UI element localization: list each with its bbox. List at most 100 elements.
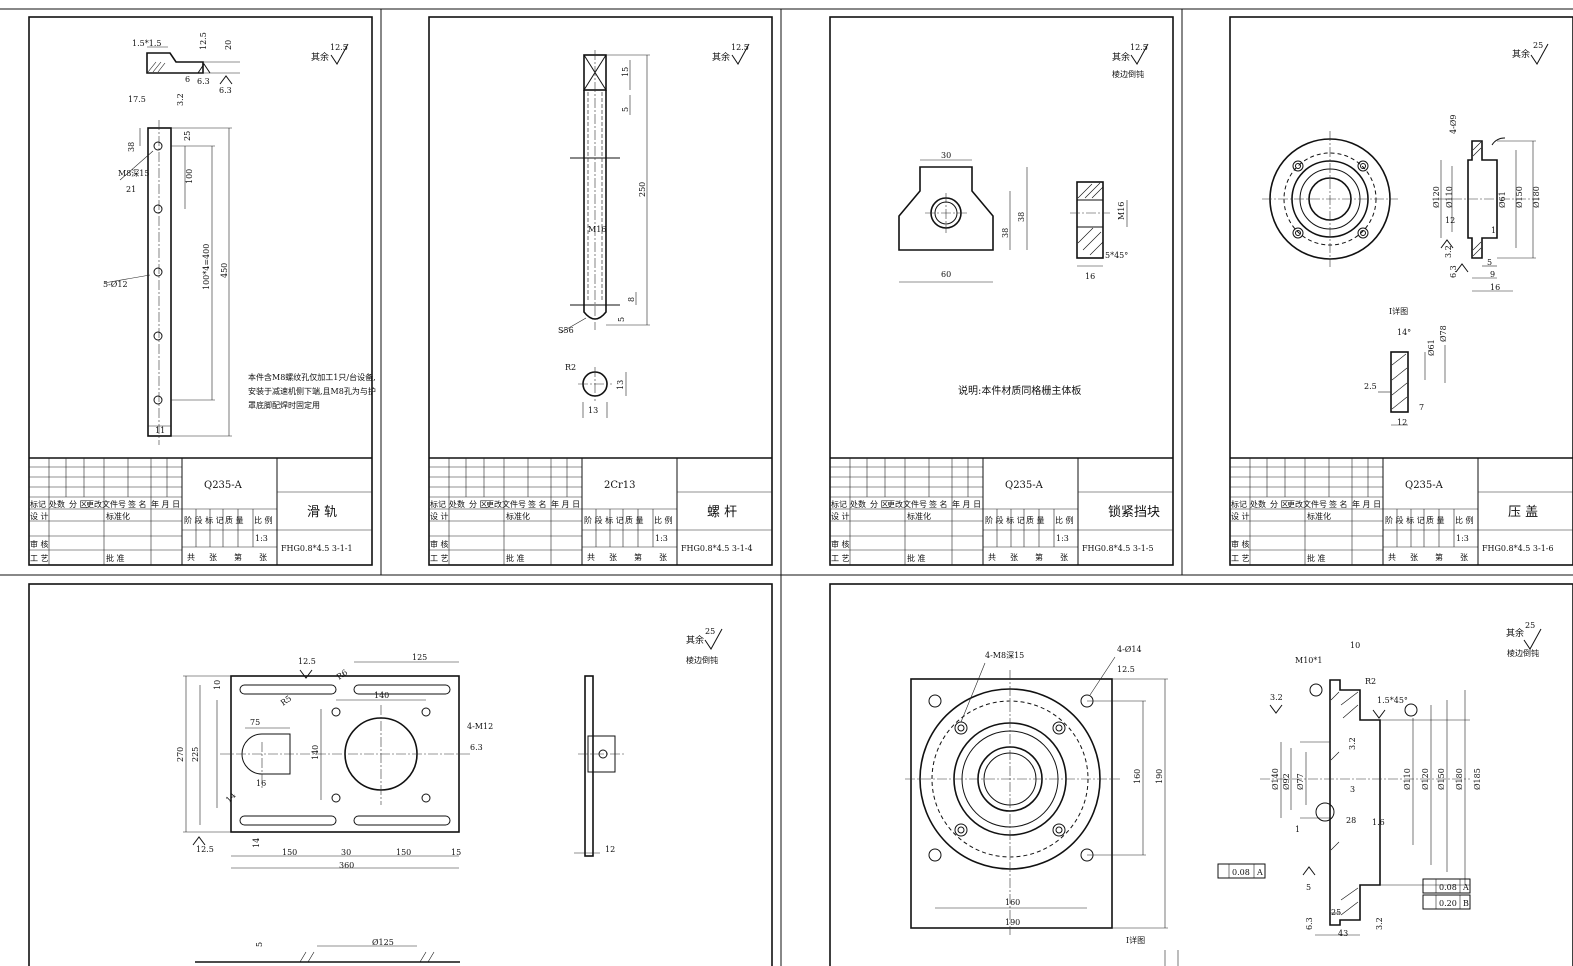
title-block-text: 工 艺 [831,554,850,563]
edge-note: 棱边倒钝 [1507,648,1539,658]
title-block-text: 第 [1435,552,1443,562]
dim-text: 75 [250,718,260,727]
dim-text: 10 [1350,641,1360,650]
plate-front-view [183,661,470,869]
title-block-text: 比 例 [654,515,673,525]
dim-text: 11 [155,426,165,435]
title-block-text: 工 艺 [30,554,49,563]
dim-text: B [1463,899,1469,908]
dim-text: 15 [621,67,630,77]
title-block: 标记处数分 区更改文件号签 名年 月 日设 计标准化审 核工 艺批 准阶 段 标… [1230,457,1573,565]
dim-text: 12 [1445,216,1455,225]
dim-text: 7 [1419,403,1424,412]
dim-text: 6.3 [197,77,210,86]
title-block-text: 第 [634,552,642,562]
drawing-number: FHG0.8*4.5 3-1-6 [1482,544,1554,553]
dim-text: Ø61 [1498,191,1507,208]
dim-text: 12.5 [298,657,316,666]
sheet-screw-rod: 其余 12.5 15 5 250 M16 8 5 S56 R2 13 13 [558,43,750,418]
dim-text: 360 [339,861,354,870]
dim-text: 4-M8深15 [985,651,1024,660]
dim-text: 20 [224,40,233,50]
dim-text: 5-Ø12 [103,280,128,289]
dim-text: 16 [1085,272,1095,281]
drawing-number: FHG0.8*4.5 3-1-5 [1082,544,1154,553]
scale-value: 1:3 [655,534,668,543]
title-block-text: 设 计 [831,511,850,521]
edge-note: 棱边倒钝 [1112,69,1144,79]
roughness-value: 12.5 [731,43,749,52]
dim-text: 450 [220,263,229,278]
dim-text: 6 [185,75,190,84]
dim-text: 10 [213,680,222,690]
sheet-gland-cover: 其余 25 4-Ø9 Ø150 Ø180 Ø120 Ø110 Ø61 12 1 … [1262,41,1549,427]
title-block-text: 标记 [831,499,847,509]
note-line: 安装于减速机侧下端,且M8孔为与护 [248,386,376,396]
title-block-text: 第 [234,552,242,562]
sheet-base-plate: 其余 25 棱边倒钝 12.5 125 R6 10 75 R5 140 4-M1… [176,627,723,963]
title-block-text: 年 月 日 [952,499,981,509]
dim-text: S56 [558,326,574,335]
dim-text: 5 [1306,883,1311,892]
title-block-text: 审 核 [30,539,49,549]
dim-text: Ø120 [1421,768,1430,790]
note-line: 罩底脚配焊时固定用 [248,400,320,410]
dim-text: 225 [191,747,200,762]
dim-text: 1.5*1.5 [132,39,161,48]
title-block-text: 年 月 日 [151,499,180,509]
title-block-text: 设 计 [430,511,449,521]
dim-text: 0.08 [1232,868,1250,877]
title-block-text: 工 艺 [430,554,449,563]
roughness-label: 其余 [686,634,704,646]
title-block-text: 分 区 [870,500,889,509]
title-block-text: 张 [1460,553,1468,562]
dim-text: 13 [616,380,625,390]
title-block-text: 处数 [49,499,65,509]
title-block-text: 标准化 [106,511,130,521]
title-block-text: 更改文件号 [887,499,927,509]
title-block-text: 分 区 [1270,500,1289,509]
layout-frame-lines [0,8,1573,966]
dim-text: 140 [374,691,389,700]
dim-text: M16 [588,225,606,234]
roughness-label: 其余 [1112,51,1130,63]
dim-text: R2 [565,363,576,372]
flange-front-view [905,656,1168,935]
dim-text: 0.08 [1439,883,1457,892]
title-block-text: 标准化 [1307,511,1331,521]
title-block-text: 审 核 [831,539,850,549]
dim-text: 6.3 [470,743,483,752]
cover-section-view [1436,137,1540,292]
title-block-text: 处数 [850,499,866,509]
title-block-text: 签 名 [128,499,147,509]
edge-note: 棱边倒钝 [686,655,718,665]
title-block-text: 质 量 [225,515,244,525]
title-block-text: 阶 段 标 记 [1385,515,1425,525]
title-block-text: 张 [209,553,217,562]
title-block-text: 处数 [1250,499,1266,509]
plate-bottom-partial-view [195,945,460,963]
title-block-text: 标准化 [506,511,530,521]
title-block-text: 张 [259,553,267,562]
note-line: 本件含M8螺纹孔仅加工1只/台设备, [248,372,376,382]
dim-text: 5 [617,317,626,322]
title-block-text: 标记 [1231,499,1247,509]
title-block-text: 比 例 [1055,515,1074,525]
title-block-text: 阶 段 标 记 [985,515,1025,525]
dim-text: Ø125 [372,938,394,947]
roughness-value: 12.5 [330,43,348,52]
title-block-text: 比 例 [1455,515,1474,525]
flange-detail-view [1164,950,1179,966]
roughness-value: 12.5 [1130,43,1148,52]
dim-text: 2.5 [1364,382,1377,391]
title-block-text: 分 区 [69,500,88,509]
dim-text: 1.6 [1372,818,1385,827]
dim-text: 4-Ø9 [1449,115,1458,134]
material-value: Q235-A [1405,480,1444,491]
screw-section-view [578,367,627,418]
dim-text: M10*1 [1295,656,1322,665]
dim-text: 3.2 [1348,737,1357,750]
dim-text: 100*4=400 [202,244,211,290]
sheet-locking-block: 其余 12.5 棱边倒钝 30 38 38 60 M16 5*45° 16 说明… [898,43,1149,397]
title-block-text: 标记 [30,499,46,509]
